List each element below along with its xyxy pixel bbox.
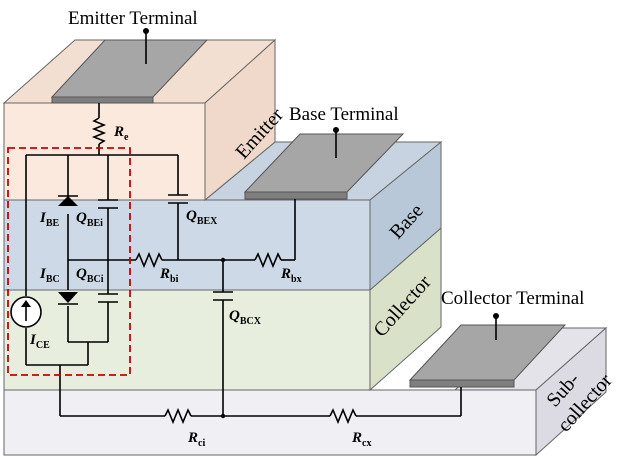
emitter-terminal-pad xyxy=(50,39,209,104)
capacitors xyxy=(98,194,233,303)
qbci-label: QBCi xyxy=(76,266,104,285)
rcx-resistor xyxy=(329,407,357,425)
ibe-label: IBE xyxy=(39,210,60,229)
rbx-label: Rbx xyxy=(280,266,302,285)
rcx-label: Rcx xyxy=(351,430,371,449)
collector-terminal-label: Collector Terminal xyxy=(441,288,584,309)
ice-current-source xyxy=(10,296,42,328)
qbex-label: QBEX xyxy=(186,208,218,227)
re-label: Re xyxy=(113,124,129,143)
emitter-terminal-label: Emitter Terminal xyxy=(68,8,198,29)
collector-terminal-pad xyxy=(408,324,567,388)
ibc-label: IBC xyxy=(39,266,60,285)
diodes xyxy=(58,195,78,305)
rbi-label: Rbi xyxy=(159,266,179,285)
re-resistor xyxy=(91,117,107,145)
subcollector-front xyxy=(3,389,537,456)
terminal-leads xyxy=(143,28,499,340)
base-front xyxy=(3,199,371,291)
collector-front xyxy=(3,289,371,391)
rci-resistor xyxy=(164,407,192,425)
subcollector-block xyxy=(3,326,608,457)
qbcx-label: QBCX xyxy=(229,308,262,327)
junction-dots xyxy=(220,257,226,419)
qbei-label: QBEi xyxy=(76,210,103,229)
ibe-diode xyxy=(58,196,78,206)
base-terminal-label: Base Terminal xyxy=(289,104,399,125)
rci-label: Rci xyxy=(187,430,205,449)
rbx-resistor xyxy=(254,251,282,269)
collector-block xyxy=(3,226,442,392)
ibc-diode xyxy=(58,292,78,303)
rbi-resistor xyxy=(135,251,163,269)
ice-label: ICE xyxy=(29,332,50,351)
circuit-wires xyxy=(25,103,462,425)
base-terminal-pad xyxy=(243,133,405,200)
intrinsic-region-box xyxy=(7,147,131,376)
emitter-front xyxy=(3,102,206,201)
